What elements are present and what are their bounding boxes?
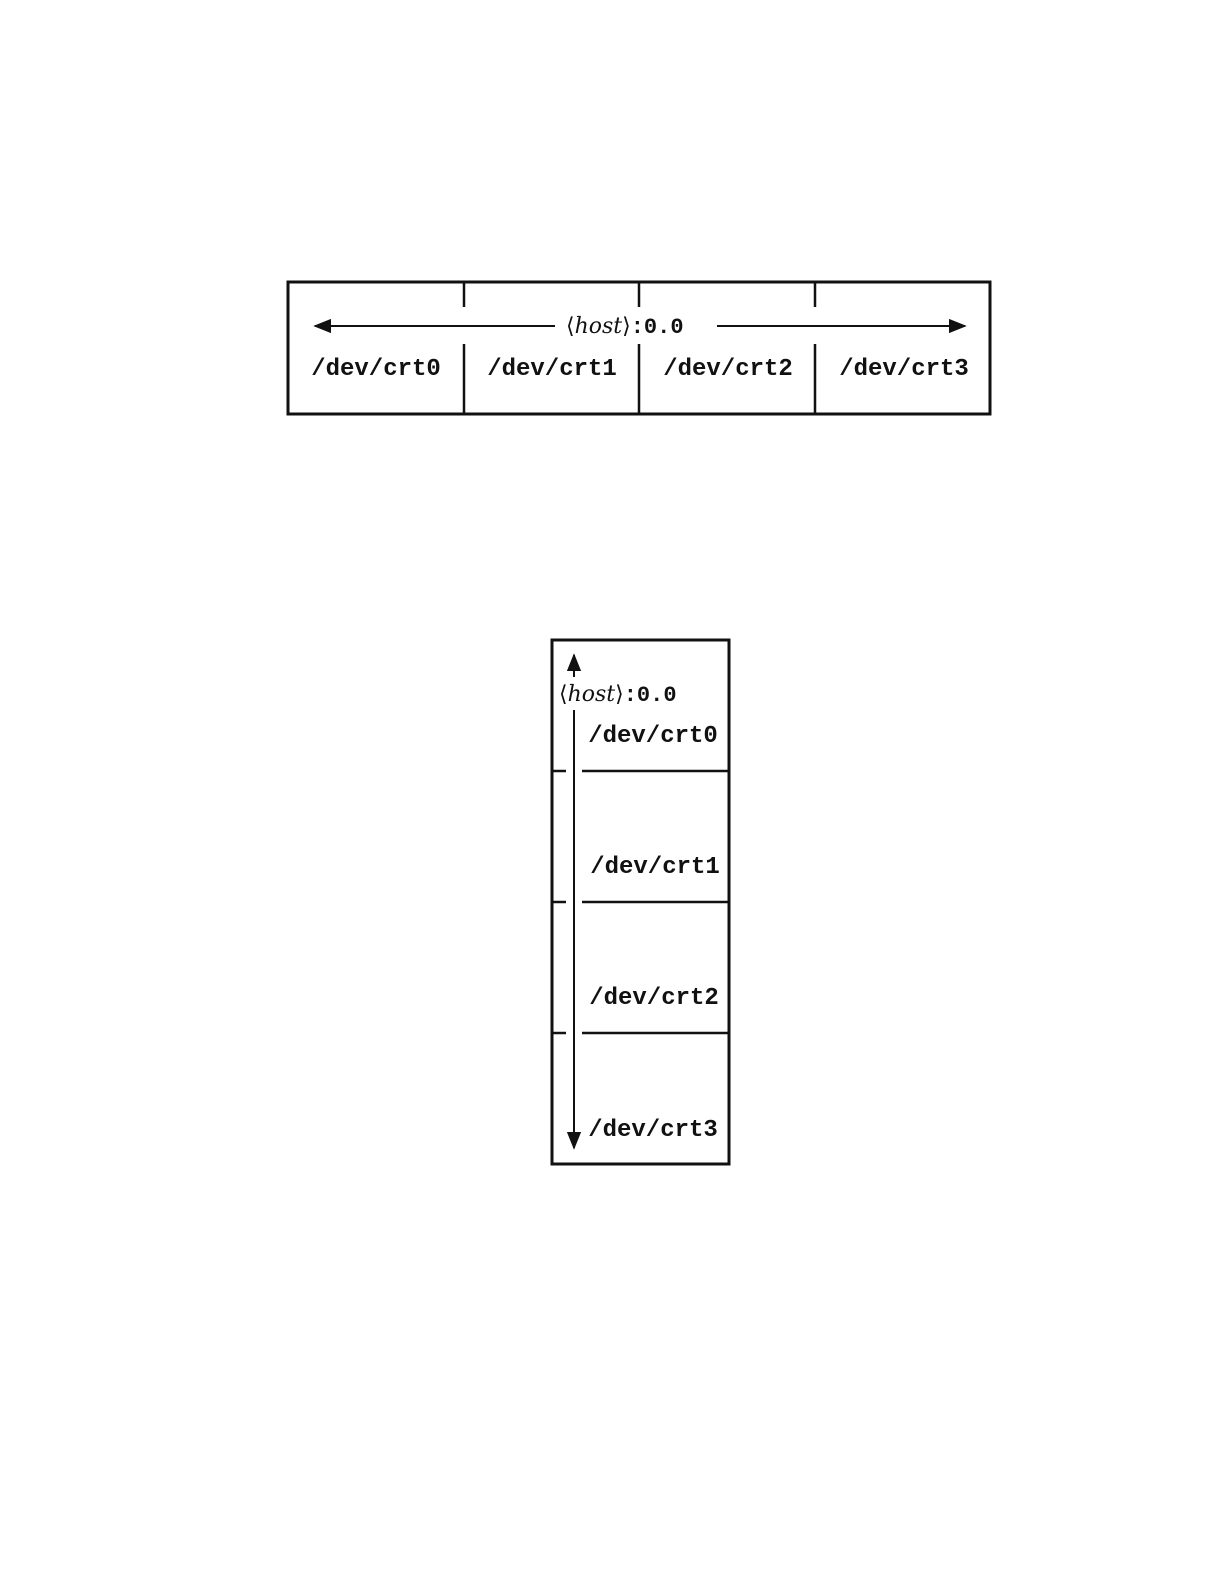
host-close-angle: ⟩	[615, 682, 624, 707]
vertical-screen-label-1: /dev/crt1	[590, 854, 720, 881]
host-name: host	[568, 682, 616, 707]
vertical-screen-label-0: /dev/crt0	[588, 723, 718, 750]
host-open-angle: ⟨	[559, 682, 568, 707]
horizontal-screen-layout: ⟨host⟩:0.0 /dev/crt0 /dev/crt1 /dev/crt2…	[288, 282, 990, 414]
horizontal-screen-label-2: /dev/crt2	[663, 356, 793, 383]
vertical-screen-label-3: /dev/crt3	[588, 1117, 718, 1144]
host-close-angle: ⟩	[622, 314, 631, 339]
vertical-screen-layout: ⟨host⟩:0.0 /dev/crt0 /dev/crt1 /dev/crt2…	[552, 640, 729, 1164]
vertical-host-label: ⟨host⟩:0.0	[559, 682, 677, 708]
horizontal-host-label: ⟨host⟩:0.0	[566, 314, 684, 340]
host-display-suffix: :0.0	[624, 683, 677, 708]
host-name: host	[575, 314, 623, 339]
host-display-suffix: :0.0	[631, 315, 684, 340]
horizontal-screen-label-3: /dev/crt3	[839, 356, 969, 383]
host-open-angle: ⟨	[566, 314, 575, 339]
vertical-screen-label-2: /dev/crt2	[589, 985, 719, 1012]
horizontal-screen-label-0: /dev/crt0	[311, 356, 441, 383]
horizontal-screen-label-1: /dev/crt1	[487, 356, 617, 383]
